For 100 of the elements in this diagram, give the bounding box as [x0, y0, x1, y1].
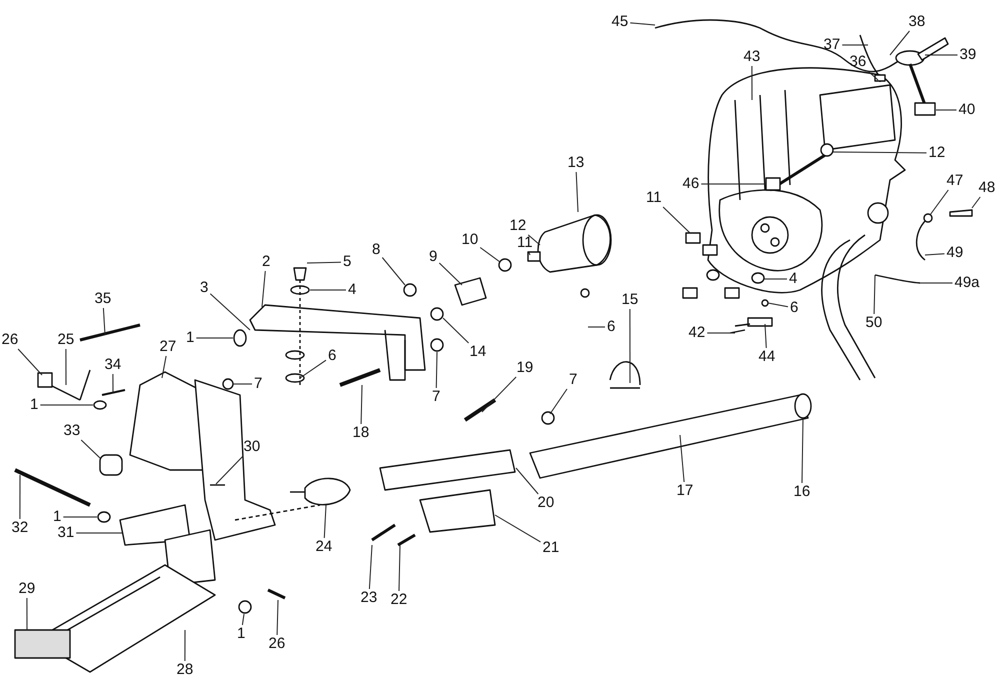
leader-line	[102, 308, 106, 336]
callout-number: 48	[978, 180, 996, 196]
leader-line	[242, 614, 244, 626]
callout-number: 46	[682, 176, 700, 192]
leader-line	[436, 352, 438, 388]
callout-number: 10	[462, 232, 478, 248]
callout-number: 49	[946, 245, 964, 261]
callout-number: 14	[470, 344, 486, 360]
callout-number: 31	[58, 525, 74, 541]
callout-number: 20	[538, 495, 554, 511]
callout-number: 24	[316, 539, 332, 555]
callout-number: 25	[58, 332, 74, 348]
leader-line	[40, 404, 94, 406]
leader-line	[630, 22, 656, 26]
leader-line	[210, 293, 250, 330]
callout-number: 5	[343, 254, 352, 270]
callout-number: 12	[510, 218, 526, 234]
leader-line	[438, 262, 462, 286]
callout-number: 1	[30, 397, 38, 413]
callout-number: 17	[676, 483, 694, 499]
callout-number: 13	[568, 155, 584, 171]
leader-line	[751, 66, 752, 100]
callout-number: 29	[18, 581, 36, 597]
leader-line	[62, 516, 98, 518]
callout-number: 50	[866, 315, 882, 331]
callout-number: 8	[372, 242, 380, 258]
callout-number: 4	[789, 271, 798, 287]
leader-line	[162, 356, 167, 378]
callout-number: 19	[516, 360, 534, 376]
leader-line	[382, 257, 406, 286]
callout-number: 18	[352, 425, 370, 441]
callout-number: 1	[53, 509, 62, 525]
leader-line	[76, 532, 122, 534]
leader-line	[867, 70, 878, 80]
leader-line	[494, 514, 541, 542]
callout-number: 3	[200, 280, 208, 296]
callout-number: 27	[160, 339, 176, 355]
callout-number: 7	[432, 389, 440, 405]
callout-number: 15	[622, 292, 638, 308]
callout-number: 49a	[954, 275, 980, 291]
callout-number: 47	[946, 173, 964, 189]
leader-line	[924, 253, 945, 256]
leader-line	[920, 282, 953, 284]
leader-line	[19, 474, 20, 520]
callout-number: 26	[268, 636, 286, 652]
callout-number: 11	[646, 190, 662, 206]
callout-number: 23	[360, 590, 378, 606]
leader-line	[890, 30, 910, 56]
callout-number: 12	[928, 145, 946, 161]
callout-number: 6	[790, 300, 798, 316]
callout-number: 11	[517, 235, 533, 251]
callout-number: 35	[94, 291, 112, 307]
callout-number: 40	[958, 102, 976, 118]
leader-line	[924, 54, 958, 56]
callout-number: 45	[612, 14, 628, 30]
callout-number: 43	[744, 49, 760, 65]
leader-line	[112, 374, 114, 394]
leader-line	[306, 262, 342, 264]
callout-number: 7	[569, 372, 578, 388]
callout-number: 1	[186, 330, 194, 346]
leader-line	[629, 308, 630, 384]
leader-line	[216, 456, 244, 484]
callout-number: 4	[348, 282, 356, 298]
callout-number: 34	[104, 357, 122, 373]
callout-number: 32	[12, 520, 28, 536]
leader-line	[576, 172, 578, 212]
leader-line	[368, 544, 372, 590]
leader-line	[65, 348, 66, 386]
leader-line	[842, 44, 868, 46]
callout-number: 2	[262, 254, 270, 270]
callout-number: 39	[960, 47, 976, 63]
leader-line	[764, 324, 767, 348]
callout-number: 33	[64, 423, 80, 439]
leader-line	[588, 326, 606, 328]
leader-line	[26, 598, 28, 630]
leader-line	[442, 318, 470, 344]
callout-number: 7	[254, 376, 262, 392]
leader-line	[324, 504, 326, 538]
leader-line	[184, 630, 186, 662]
leader-line	[680, 434, 685, 482]
callout-number: 42	[688, 325, 706, 341]
leader-line	[972, 196, 981, 208]
leader-line	[80, 440, 100, 458]
callout-number: 30	[244, 439, 260, 455]
leader-line	[528, 234, 540, 246]
callout-number: 22	[390, 592, 408, 608]
callout-number: 26	[2, 332, 18, 348]
callout-number: 6	[607, 319, 616, 335]
callout-number: 6	[328, 348, 336, 364]
leader-line	[262, 270, 266, 308]
callout-number: 37	[824, 37, 840, 53]
leader-line	[550, 388, 568, 414]
leader-line	[398, 544, 400, 592]
leader-line	[802, 418, 804, 484]
leader-line	[662, 206, 690, 234]
leader-line	[832, 152, 927, 154]
leader-line	[528, 252, 530, 256]
leader-line	[480, 247, 500, 262]
leader-line	[768, 302, 788, 308]
callout-number: 21	[542, 540, 560, 556]
